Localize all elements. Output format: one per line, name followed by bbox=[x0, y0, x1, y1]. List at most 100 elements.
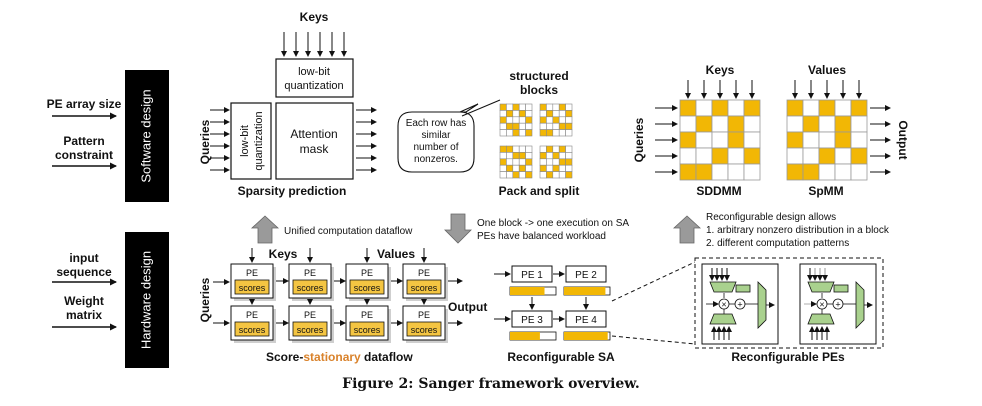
block-cell bbox=[499, 110, 507, 118]
multiplier-symbol: × bbox=[721, 300, 726, 310]
sparsity-queries-arrows bbox=[210, 107, 230, 173]
block-cell bbox=[512, 152, 520, 160]
sddmm-cell bbox=[727, 163, 745, 181]
block-cell bbox=[506, 145, 514, 153]
pe-cell-label: PE bbox=[246, 268, 258, 278]
spmm-cell bbox=[786, 163, 804, 181]
block-cell bbox=[552, 145, 560, 153]
pe-cell-label: PE bbox=[418, 268, 430, 278]
block-cell bbox=[539, 116, 547, 124]
block-cell bbox=[525, 122, 533, 130]
attention-mask-box bbox=[275, 102, 354, 180]
reconfig-note-item2: 2. different computation patterns bbox=[706, 238, 849, 249]
block-cell bbox=[546, 158, 554, 166]
spmm-cell bbox=[850, 131, 868, 149]
attention-mask-line1: Attention bbox=[290, 127, 337, 141]
block-cell bbox=[552, 171, 560, 179]
block-cell bbox=[558, 152, 566, 160]
block-cell bbox=[499, 103, 507, 111]
scores-label: scores bbox=[239, 283, 266, 293]
spmm-cell bbox=[834, 99, 852, 117]
low-bit-side-line1: low-bit bbox=[239, 125, 251, 157]
sddmm-cell bbox=[695, 163, 713, 181]
reconfig-note-item1: 1. arbitrary nonzero distribution in a b… bbox=[706, 225, 890, 236]
block-cell bbox=[558, 122, 566, 130]
block-cell bbox=[539, 158, 547, 166]
scores-cell bbox=[234, 279, 270, 295]
low-bit-top-line2: quantization bbox=[284, 80, 343, 92]
sddmm-queries-label: Queries bbox=[632, 117, 646, 162]
spmm-cell bbox=[818, 99, 836, 117]
block-cell bbox=[546, 145, 554, 153]
spmm-cell bbox=[802, 147, 820, 165]
caption-stationary-highlight: stationary bbox=[303, 350, 361, 364]
dataflow-keys-label: Keys bbox=[269, 247, 298, 261]
sa-pe-label: PE 4 bbox=[575, 315, 597, 326]
multiplier-symbol: × bbox=[819, 300, 824, 310]
block-cell bbox=[539, 145, 547, 153]
reconfigurable-pes: ×+ ×+ Reconfigurable PEs bbox=[611, 257, 884, 364]
hardware-design-bar: Hardware design bbox=[125, 232, 169, 368]
sa-load-fill bbox=[564, 332, 608, 340]
block-cell bbox=[558, 145, 566, 153]
bubble-pointer bbox=[461, 99, 501, 117]
sddmm-cell bbox=[679, 99, 697, 117]
low-bit-quant-side-box bbox=[230, 102, 272, 180]
scores-cell bbox=[349, 321, 385, 337]
block-cell bbox=[512, 145, 520, 153]
block-cell bbox=[546, 164, 554, 172]
pack-split-caption: Pack and split bbox=[499, 184, 580, 198]
unified-up-arrow bbox=[250, 215, 280, 244]
block-cell bbox=[506, 171, 514, 179]
block-cell bbox=[539, 171, 547, 179]
sddmm-cell bbox=[695, 147, 713, 165]
scores-cell bbox=[349, 279, 385, 295]
block-cell bbox=[558, 129, 566, 137]
block-cell bbox=[565, 122, 573, 130]
block-cell bbox=[558, 110, 566, 118]
pe-cell-label: PE bbox=[246, 310, 258, 320]
block-cell bbox=[546, 110, 554, 118]
sddmm-cell bbox=[679, 131, 697, 149]
adder-symbol: + bbox=[835, 300, 840, 310]
pe-cell-label: PE bbox=[361, 268, 373, 278]
bubble-line3: number of bbox=[413, 142, 458, 153]
scores-cell bbox=[406, 279, 442, 295]
sddmm-cell bbox=[711, 115, 729, 133]
pattern-label-2: constraint bbox=[55, 148, 113, 162]
spmm-cell bbox=[834, 147, 852, 165]
block-cell bbox=[552, 129, 560, 137]
sa-pe-box bbox=[565, 265, 607, 283]
block-cell bbox=[552, 110, 560, 118]
sddmm-cell bbox=[727, 131, 745, 149]
scores-cell bbox=[292, 321, 328, 337]
block-cell bbox=[565, 110, 573, 118]
block-cell bbox=[499, 171, 507, 179]
block-cell bbox=[565, 164, 573, 172]
block-cell bbox=[506, 116, 514, 124]
sparsity-keys-arrows bbox=[281, 32, 347, 57]
block-cell bbox=[565, 116, 573, 124]
software-design-label: Software design bbox=[138, 89, 153, 182]
block-cell bbox=[539, 152, 547, 160]
block-cell bbox=[539, 129, 547, 137]
nonzeros-speech-bubble bbox=[397, 103, 479, 173]
pattern-label-1: Pattern bbox=[63, 134, 104, 148]
dataflow-queries-label: Queries bbox=[198, 277, 212, 322]
block-cell bbox=[558, 171, 566, 179]
block-cell bbox=[518, 145, 526, 153]
block-cell bbox=[506, 129, 514, 137]
block-cell bbox=[546, 116, 554, 124]
block-cell bbox=[518, 116, 526, 124]
pe-cell-label: PE bbox=[304, 310, 316, 320]
scores-cell bbox=[406, 321, 442, 337]
block-cell bbox=[558, 103, 566, 111]
pe-array-size-label: PE array size bbox=[47, 97, 122, 111]
block-cell bbox=[518, 171, 526, 179]
adder-tree-top bbox=[709, 281, 737, 293]
block-cell bbox=[565, 171, 573, 179]
zoom-line-top bbox=[611, 261, 696, 302]
scores-label: scores bbox=[239, 325, 266, 335]
block-cell bbox=[499, 122, 507, 130]
sddmm-cell bbox=[727, 115, 745, 133]
